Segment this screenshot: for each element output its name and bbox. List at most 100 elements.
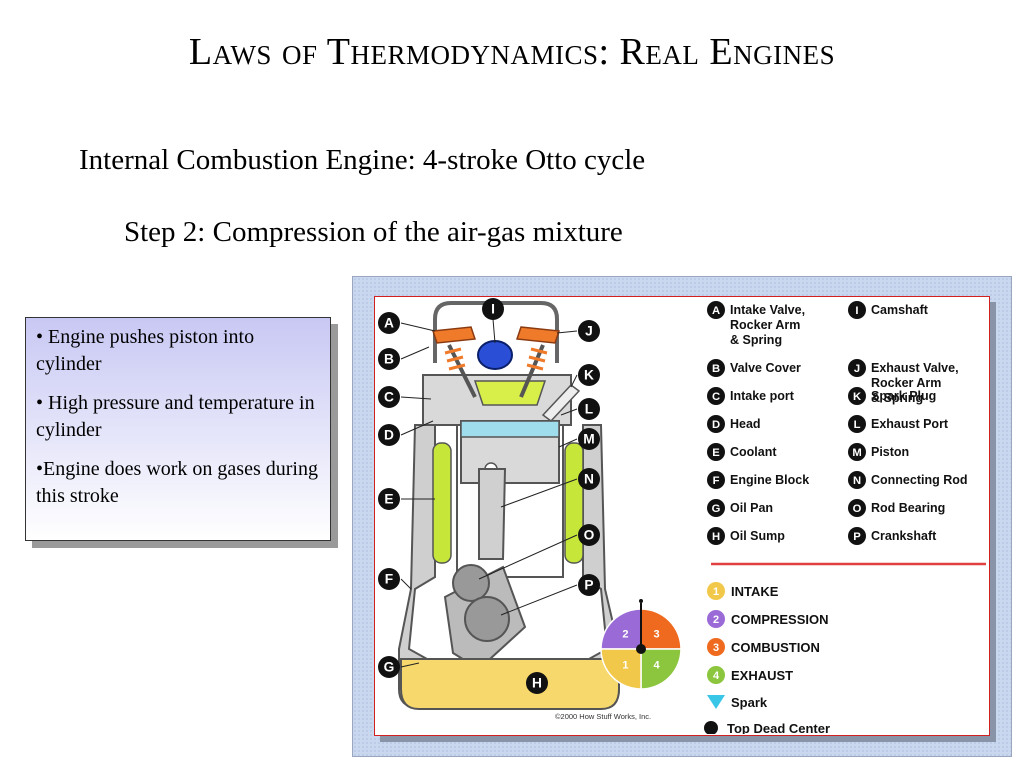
legend-label: Rod Bearing bbox=[871, 501, 945, 515]
svg-text:N: N bbox=[584, 472, 594, 487]
callout-m: M bbox=[578, 428, 600, 450]
legend-badge-h: H bbox=[707, 527, 725, 545]
svg-text:C: C bbox=[384, 390, 394, 405]
svg-text:1: 1 bbox=[713, 586, 719, 598]
legend-item-o: O Rod Bearing bbox=[848, 499, 945, 517]
dial-sector-4 bbox=[640, 648, 682, 690]
top-dead-center-mark bbox=[639, 599, 643, 603]
legend-label: Camshaft bbox=[871, 303, 929, 317]
legend-item-k: K Spark Plug bbox=[848, 387, 936, 405]
stroke-label: INTAKE bbox=[731, 584, 779, 599]
callout-e: E bbox=[378, 488, 400, 510]
svg-text:L: L bbox=[585, 402, 593, 417]
callout-i: I bbox=[482, 298, 504, 320]
svg-text:A: A bbox=[384, 316, 394, 331]
top-dead-center-legend: Top Dead Center bbox=[704, 721, 830, 736]
svg-text:M: M bbox=[583, 432, 594, 447]
callout-d: D bbox=[378, 424, 400, 446]
legend-label: Exhaust Valve, bbox=[871, 361, 959, 375]
legend-badge-k: K bbox=[848, 387, 866, 405]
bullet-item: • High pressure and temperature in cylin… bbox=[36, 392, 315, 441]
legend-label: Intake Valve, bbox=[730, 303, 805, 317]
legend-badge-d: D bbox=[707, 415, 725, 433]
callout-a: A bbox=[378, 312, 400, 334]
callout-b: B bbox=[378, 348, 400, 370]
svg-text:J: J bbox=[854, 363, 860, 375]
callout-o: O bbox=[578, 524, 600, 546]
svg-text:H: H bbox=[712, 531, 720, 543]
svg-text:K: K bbox=[584, 368, 594, 383]
legend-label: Rocker Arm bbox=[871, 376, 941, 390]
step-heading: Step 2: Compression of the air-gas mixtu… bbox=[124, 216, 623, 248]
svg-text:F: F bbox=[385, 572, 393, 587]
callout-c: C bbox=[378, 386, 400, 408]
legend-label: & Spring bbox=[871, 391, 923, 405]
svg-text:M: M bbox=[852, 447, 861, 459]
dial-sector-3 bbox=[640, 608, 682, 650]
legend-label: Spark Plug bbox=[871, 389, 936, 403]
bullet-box: • Engine pushes piston into cylinder • H… bbox=[25, 317, 331, 541]
legend-item-d: D Head bbox=[707, 415, 761, 433]
engine-cross-section bbox=[398, 301, 620, 710]
legend-badge-f: F bbox=[707, 471, 725, 489]
svg-text:N: N bbox=[853, 475, 861, 487]
coolant-left bbox=[432, 442, 452, 564]
stroke-label: EXHAUST bbox=[731, 668, 793, 683]
coolant-right bbox=[564, 442, 584, 564]
legend-badge-a: A bbox=[707, 301, 725, 319]
dial-hub bbox=[636, 644, 646, 654]
svg-text:Top Dead Center: Top Dead Center bbox=[727, 721, 830, 734]
stroke-label: COMBUSTION bbox=[731, 640, 820, 655]
callout-n: N bbox=[578, 468, 600, 490]
legend-badge-b: B bbox=[707, 359, 725, 377]
svg-text:P: P bbox=[584, 578, 593, 593]
dial-sector-1 bbox=[600, 648, 642, 690]
svg-text:E: E bbox=[384, 492, 393, 507]
svg-text:B: B bbox=[384, 352, 394, 367]
legend-badge-p: P bbox=[848, 527, 866, 545]
legend-item-g: G Oil Pan bbox=[707, 499, 773, 517]
legend-badge-n: N bbox=[848, 471, 866, 489]
legend-label: Piston bbox=[871, 445, 909, 459]
svg-text:O: O bbox=[584, 528, 595, 543]
svg-text:4: 4 bbox=[713, 670, 720, 682]
legend-label: Valve Cover bbox=[730, 361, 801, 375]
svg-text:J: J bbox=[585, 324, 593, 339]
legend-badge-g: G bbox=[707, 499, 725, 517]
svg-text:K: K bbox=[853, 391, 862, 403]
legend-label: Connecting Rod bbox=[871, 473, 968, 487]
svg-text:I: I bbox=[491, 302, 495, 317]
dial-label: 4 bbox=[653, 660, 660, 672]
bullet-item: • Engine pushes piston into cylinder bbox=[36, 326, 255, 375]
dial-sector-2 bbox=[600, 608, 642, 650]
callout-j: J bbox=[578, 320, 600, 342]
svg-text:2: 2 bbox=[713, 614, 719, 626]
legend-badge-o: O bbox=[848, 499, 866, 517]
legend-badge-m: M bbox=[848, 443, 866, 461]
legend-label: Oil Pan bbox=[730, 501, 773, 515]
callout-l: L bbox=[578, 398, 600, 420]
svg-text:C: C bbox=[712, 391, 720, 403]
legend-label: Oil Sump bbox=[730, 529, 785, 543]
legend-badge-l: L bbox=[848, 415, 866, 433]
legend-item-j: J Exhaust Valve,Rocker Arm& Spring bbox=[848, 359, 959, 405]
stroke-legend-4: 4 EXHAUST bbox=[707, 666, 793, 684]
callout-p: P bbox=[578, 574, 600, 596]
dial-label: 3 bbox=[653, 628, 659, 640]
svg-text:A: A bbox=[712, 305, 720, 317]
callout-k: K bbox=[578, 364, 600, 386]
legend-label: Coolant bbox=[730, 445, 777, 459]
callout-h: H bbox=[526, 672, 548, 694]
legend-label: Head bbox=[730, 417, 761, 431]
svg-text:Spark: Spark bbox=[731, 695, 768, 710]
svg-text:O: O bbox=[853, 503, 862, 515]
